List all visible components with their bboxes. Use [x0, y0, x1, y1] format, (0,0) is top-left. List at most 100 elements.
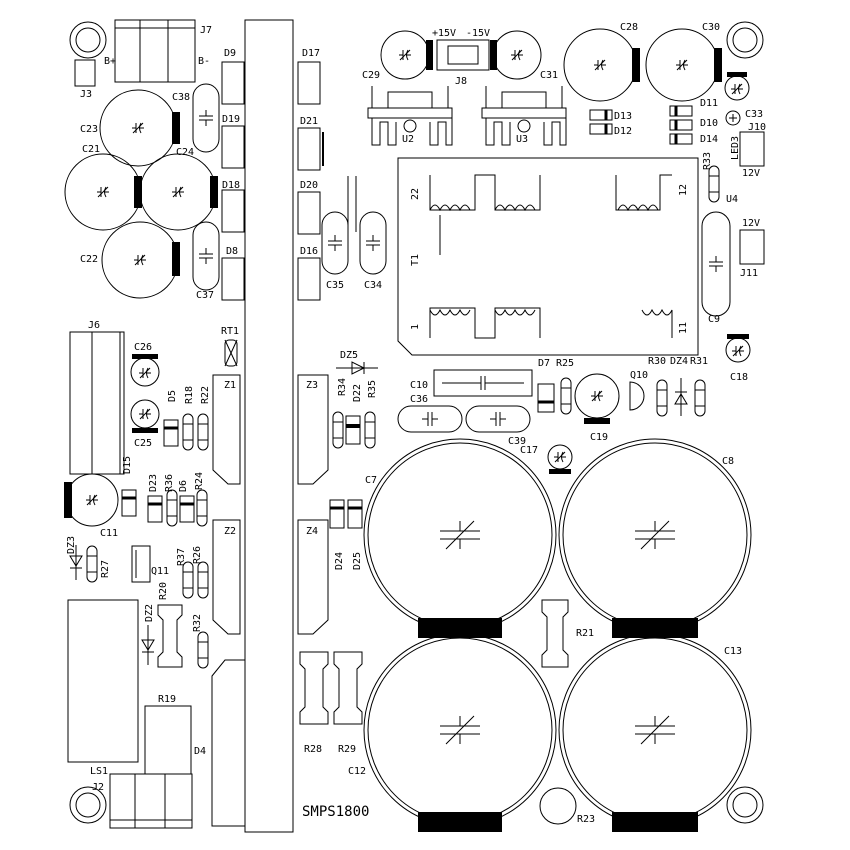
z4-label: Z4	[306, 526, 318, 537]
d22-label: D22	[352, 384, 363, 402]
capacitor-c34	[359, 211, 387, 275]
diode-d17	[297, 61, 321, 105]
d4-label: D4	[194, 746, 206, 757]
c7-label: C7	[365, 475, 377, 486]
diode-d7	[537, 383, 555, 413]
diode-d20	[297, 191, 321, 235]
capacitor-c39	[465, 405, 531, 433]
diode-d10	[669, 119, 693, 131]
capacitor-c10	[433, 369, 533, 397]
r25-label: R25	[556, 358, 574, 369]
c28-label: C28	[620, 22, 638, 33]
diode-d23	[147, 495, 163, 523]
transistor-z2	[212, 519, 241, 635]
capacitor-c26	[130, 354, 160, 387]
j8-label: J8	[455, 76, 467, 87]
dz5-label: DZ5	[340, 350, 358, 361]
diode-d25	[347, 499, 363, 529]
t1-pin1-label: 1	[410, 324, 421, 330]
diode-d24	[329, 499, 345, 529]
led3-label: LED3	[730, 136, 741, 160]
capacitor-c23	[99, 89, 180, 167]
capacitor-c21	[64, 153, 142, 231]
connector-j6	[69, 331, 125, 475]
diode-d16	[297, 257, 321, 301]
rt1-label: RT1	[221, 326, 239, 337]
resistor-r26	[197, 561, 209, 599]
resistor-r36	[166, 489, 178, 527]
connector-j11	[739, 229, 765, 265]
j3-label: J3	[80, 89, 92, 100]
capacitor-c19	[574, 373, 620, 424]
transistor-q11	[131, 545, 151, 583]
t1-pin11-label: 11	[678, 322, 689, 334]
z1-label: Z1	[224, 380, 236, 391]
inductor-ls1	[67, 599, 139, 763]
c23-label: C23	[80, 124, 98, 135]
d21-label: D21	[300, 116, 318, 127]
d8-label: D8	[226, 246, 238, 257]
d25-label: D25	[352, 552, 363, 570]
r19-label: R19	[158, 694, 176, 705]
transistor-q10	[629, 381, 645, 411]
j2-label: J2	[92, 782, 104, 793]
mounting-hole-icon	[726, 786, 764, 824]
c26-label: C26	[134, 342, 152, 353]
c25-label: C25	[134, 438, 152, 449]
capacitor-c8	[558, 438, 752, 638]
diode-d11	[669, 105, 693, 117]
resistor-r25	[560, 377, 572, 415]
transistor-z3	[297, 374, 329, 485]
c39-label: C39	[508, 436, 526, 447]
r26-label: R26	[192, 546, 203, 564]
capacitor-c11	[64, 473, 119, 527]
capacitor-c7	[363, 438, 557, 638]
r34-label: R34	[337, 378, 348, 396]
r35-label: R35	[367, 380, 378, 398]
diode-d8	[221, 257, 245, 301]
capacitor-c33	[724, 72, 750, 101]
zener-dz2	[141, 625, 155, 665]
capacitor-c9	[701, 211, 731, 317]
capacitor-c28	[563, 28, 640, 102]
r27-label: R27	[100, 560, 111, 578]
connector-j3	[74, 59, 96, 87]
d24-label: D24	[334, 552, 345, 570]
c35-label: C35	[326, 280, 344, 291]
j11-12v-label: 12V	[742, 218, 760, 229]
plus15v-label: +15V	[432, 28, 456, 39]
z2-label: Z2	[224, 526, 236, 537]
resistor-r24	[196, 489, 208, 527]
r23-label: R23	[577, 814, 595, 825]
capacitor-c31	[490, 30, 542, 80]
r18-label: R18	[184, 386, 195, 404]
c34-label: C34	[364, 280, 382, 291]
transistor-z1	[212, 374, 241, 485]
d19-label: D19	[222, 114, 240, 125]
resistor-r23	[539, 787, 577, 825]
zener-dz3	[69, 545, 83, 580]
diode-d21	[297, 127, 324, 171]
diode-d9	[221, 61, 245, 105]
diode-d19	[221, 125, 245, 169]
r20-label: R20	[158, 582, 169, 600]
d12-label: D12	[614, 126, 632, 137]
d18-label: D18	[222, 180, 240, 191]
c33-label: C33	[745, 109, 763, 120]
resistor-r21	[541, 599, 569, 668]
mounting-hole-icon	[726, 21, 764, 59]
led-led3	[725, 110, 741, 126]
diode-d15-body	[121, 489, 137, 517]
capacitor-c36	[397, 405, 463, 433]
c17-label: C17	[520, 445, 538, 456]
connector-j7	[114, 19, 196, 83]
resistor-r31	[694, 379, 706, 417]
capacitor-c38	[192, 83, 220, 153]
capacitor-c13	[558, 633, 752, 832]
c11-label: C11	[100, 528, 118, 539]
d9-label: D9	[224, 48, 236, 59]
d10-label: D10	[700, 118, 718, 129]
capacitor-c30	[645, 28, 722, 102]
zener-dz5	[336, 361, 378, 375]
regulator-u3	[481, 86, 567, 146]
